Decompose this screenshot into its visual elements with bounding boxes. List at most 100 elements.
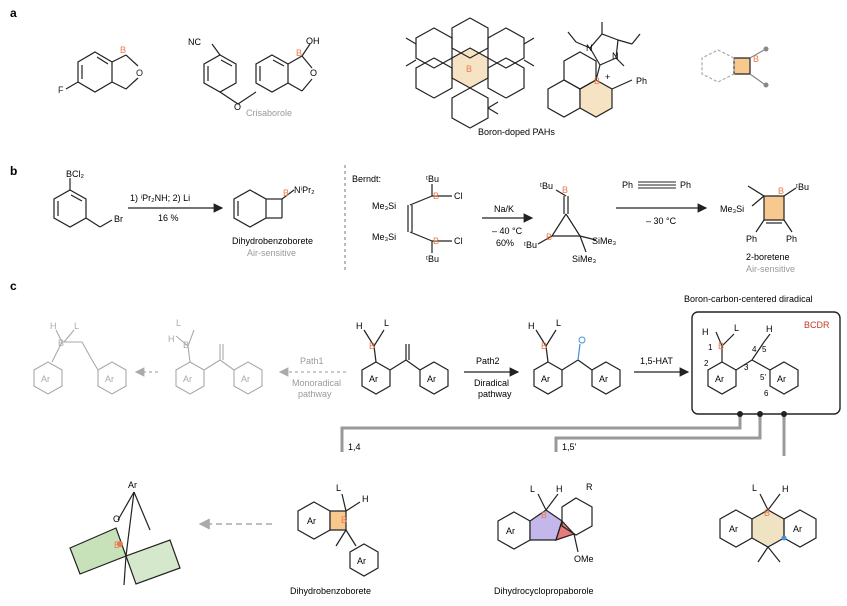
atom-tbu: ᵗBu <box>796 182 809 192</box>
atom-boron: B <box>369 341 375 351</box>
atom-number-5-prime: 5' <box>760 373 766 382</box>
boron-pah-structure-1 <box>405 17 535 129</box>
atom-oxygen: O <box>310 68 317 78</box>
crystal-structure-3d <box>69 491 181 586</box>
atom-phenyl: Ph <box>636 76 647 86</box>
atom-boron: B <box>562 185 568 195</box>
atom-chlorine: Cl <box>454 236 463 246</box>
atom-boron: B <box>594 76 600 86</box>
atom-ligand: L <box>384 318 389 328</box>
pah-label: Boron-doped PAHs <box>478 127 555 137</box>
atom-boron: B <box>466 64 472 74</box>
cyclopropaborole-structure <box>497 493 593 553</box>
atom-chlorine: Cl <box>454 191 463 201</box>
atom-aryl: Ar <box>105 374 114 384</box>
berndt-label: Berndt: <box>352 174 381 184</box>
product-2-name: 2-boretene <box>746 252 790 262</box>
temp-3: – 30 °C <box>646 216 677 226</box>
atom-boron: B <box>433 236 439 246</box>
atom-aryl: Ar <box>241 374 250 384</box>
reagents-1: 1) ⁱPr₂NH; 2) Li <box>130 193 190 203</box>
atom-boron: B <box>433 191 439 201</box>
atom-hydrogen: H <box>766 324 773 334</box>
boretene-structure <box>747 185 797 233</box>
yield-1: 16 % <box>158 213 179 223</box>
bcdr-box <box>691 311 841 415</box>
crisaborole-label: Crisaborole <box>246 108 292 118</box>
atom-aryl: Ar <box>506 526 515 536</box>
atom-ether-oxygen: O <box>234 102 241 112</box>
atom-number-1: 1 <box>708 343 713 352</box>
dihydrobenzoborete-structure <box>233 189 295 228</box>
atom-fluorine: F <box>58 85 64 95</box>
temp-2: – 40 °C <box>492 226 523 236</box>
methyleneborirane-structure <box>537 189 597 253</box>
atom-boron: B <box>58 338 64 348</box>
atom-tbu: ᵗBu <box>540 181 553 191</box>
benzoxaborole-structure <box>65 51 139 93</box>
panel-letter-c: c <box>10 279 17 293</box>
atom-amino: NⁱPr₂ <box>294 185 315 195</box>
atom-hydrogen: H <box>556 484 563 494</box>
atom-aryl: Ar <box>777 374 786 384</box>
atom-aryl: Ar <box>793 524 802 534</box>
starting-material-structure <box>361 329 449 395</box>
atom-hydroxyl: OH <box>306 36 320 46</box>
path1-label: Path1 <box>300 356 324 366</box>
boron-pah-structure-2 <box>547 22 641 118</box>
boretene-core-structure <box>701 46 769 88</box>
atom-me3si: Me₃Si <box>372 201 396 211</box>
atom-aryl: Ar <box>41 374 50 384</box>
atom-nitrile: NC <box>188 37 201 47</box>
atom-boron: B <box>718 341 724 351</box>
diborylethene-structure <box>407 184 452 253</box>
atom-aryl: Ar <box>599 374 608 384</box>
monoradical-intermediate-structure <box>175 329 263 395</box>
atom-hydrogen: H <box>362 494 369 504</box>
atom-ligand: L <box>530 484 535 494</box>
atom-bromine: Br <box>114 214 123 224</box>
atom-aryl: Ar <box>541 374 550 384</box>
dihydrobenzoborete-product-structure <box>297 493 379 577</box>
boraanthracene-structure <box>719 493 817 563</box>
atom-aryl: Ar <box>307 516 316 526</box>
atom-ligand: L <box>752 483 757 493</box>
atom-charge: + <box>605 72 610 82</box>
atom-me3si: Me₃Si <box>372 232 396 242</box>
path2-label: Path2 <box>476 356 500 366</box>
atom-hydrogen: H <box>782 484 789 494</box>
atom-number-4: 4 <box>752 345 757 354</box>
bcdr-tag: BCDR <box>804 320 830 330</box>
atom-aryl: Ar <box>427 374 436 384</box>
atom-boron: B <box>296 48 302 58</box>
benzyl-bromide-structure <box>53 178 113 228</box>
atom-hydrogen: H <box>702 327 709 337</box>
atom-oxygen: O <box>136 68 143 78</box>
atom-boron: B <box>341 515 347 525</box>
yield-2: 60% <box>496 238 514 248</box>
atom-aryl: Ar <box>183 374 192 384</box>
atom-bcl2: BCl₂ <box>66 169 85 179</box>
path2-desc-1: Diradical <box>474 378 509 388</box>
atom-boron: B <box>764 508 770 518</box>
atom-me3si: Me₃Si <box>720 204 744 214</box>
atom-phenyl: Ph <box>680 180 691 190</box>
atom-aryl: Ar <box>715 374 724 384</box>
atom-boron: B <box>120 45 126 55</box>
branch-label-15: 1,5' <box>562 442 577 452</box>
atom-boron: B <box>753 54 759 64</box>
bcdr-title: Boron-carbon-centered diradical <box>684 294 813 304</box>
monoradical-product-structure <box>33 329 127 395</box>
radical-dot <box>578 336 586 344</box>
bcdr-structure <box>707 331 799 395</box>
atom-hydrogen: H <box>168 334 175 344</box>
atom-hydrogen: H <box>50 321 57 331</box>
atom-phenyl: Ph <box>746 234 757 244</box>
atom-aryl: Ar <box>729 524 738 534</box>
product-mid-name: Dihydrocyclopropaborole <box>494 586 594 596</box>
atom-number-5: 5 <box>762 345 767 354</box>
atom-ligand: L <box>336 483 341 493</box>
atom-phenyl: Ph <box>622 180 633 190</box>
diradical-intermediate-structure <box>533 329 621 395</box>
atom-oxygen: O <box>113 514 120 524</box>
